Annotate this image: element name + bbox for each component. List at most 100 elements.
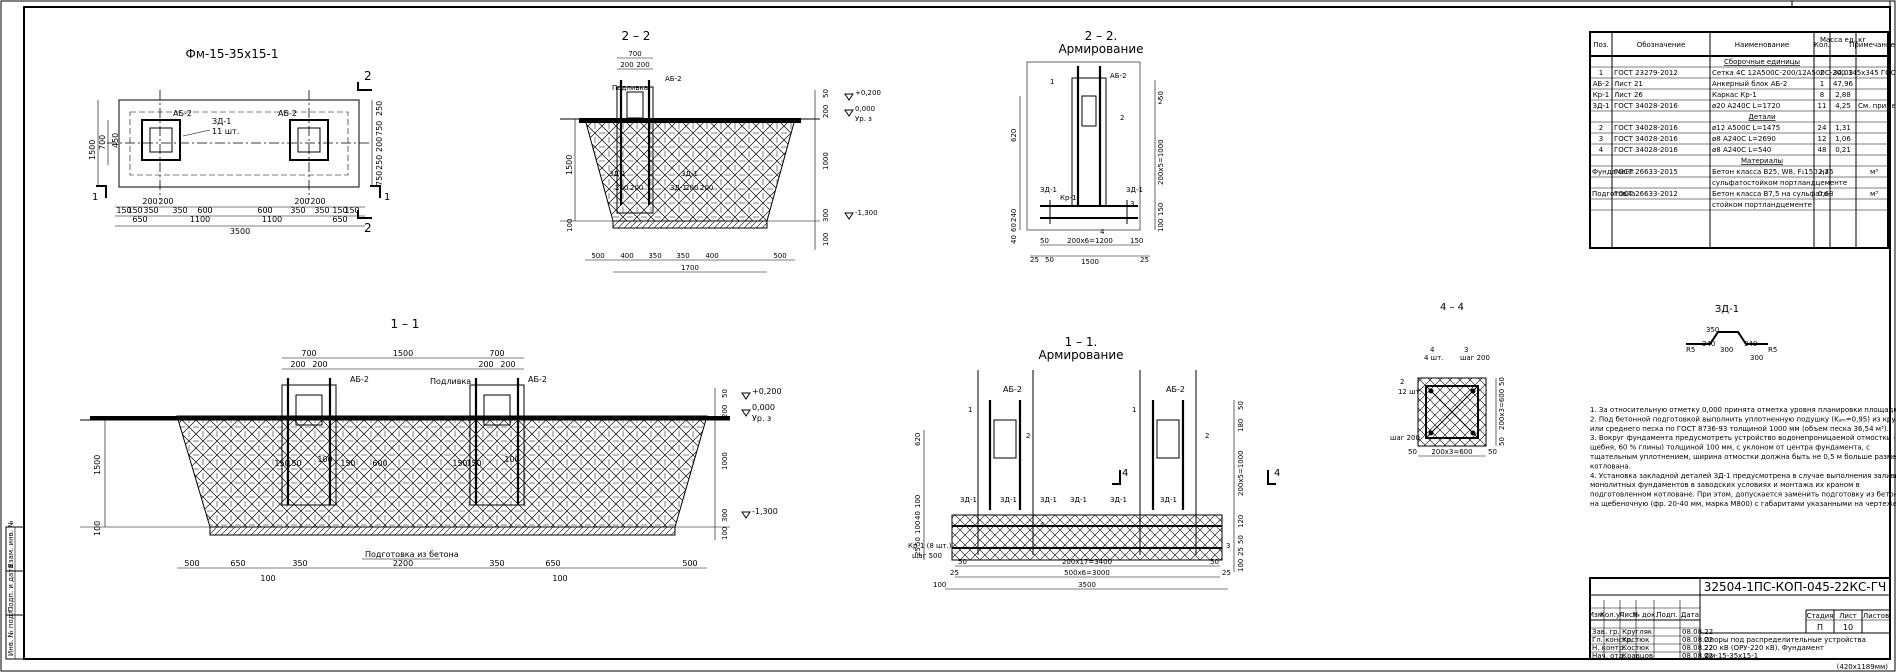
plan-view: Фм-15-35х15-1 АБ-2 АБ-2 ЗД-1 11 шт. 2 2 … [88, 47, 390, 236]
svg-text:Армирование: Армирование [1058, 42, 1143, 56]
spec-det-row-1-name: ø8 А240С L=2690 [1712, 135, 1776, 143]
svg-text:200: 200 [290, 360, 305, 369]
svg-text:200: 200 [294, 197, 309, 206]
svg-text:4: 4 [1122, 468, 1128, 479]
plan-zd: ЗД-1 [212, 117, 231, 126]
svg-text:240: 240 [1010, 209, 1018, 222]
svg-text:200: 200 [630, 184, 643, 192]
spec-mat-row-2-unit: м³ [1870, 190, 1878, 198]
svg-text:50: 50 [958, 558, 967, 566]
spec-det-row-1-doc: ГОСТ 34028-2016 [1614, 135, 1678, 143]
svg-text:100: 100 [1237, 559, 1245, 572]
svg-text:100: 100 [822, 233, 830, 246]
svg-text:180: 180 [1237, 419, 1245, 432]
svg-text:150: 150 [274, 459, 289, 468]
svg-text:600: 600 [372, 459, 387, 468]
svg-text:1: 1 [92, 192, 98, 203]
spec-asm-row-1-qty: 1 [1820, 80, 1824, 88]
svg-text:350: 350 [648, 252, 661, 260]
svg-text:Примечание: Примечание [1849, 41, 1895, 49]
svg-text:100: 100 [1157, 219, 1165, 232]
svg-text:100: 100 [914, 495, 922, 508]
svg-text:50: 50 [1498, 377, 1506, 386]
svg-text:220 кВ (ОРУ-220 кВ). Фундамент: 220 кВ (ОРУ-220 кВ). Фундамент [1704, 644, 1824, 652]
svg-text:100: 100 [552, 574, 567, 583]
svg-text:Костюк: Костюк [1622, 644, 1649, 652]
svg-text:650: 650 [332, 215, 347, 224]
svg-text:1500: 1500 [393, 349, 413, 358]
embedded-part-zd1: ЗД-1 350 R5 300 340 340 R5 300 [1686, 304, 1777, 362]
svg-text:4: 4 [1040, 521, 1045, 529]
svg-text:600: 600 [257, 206, 272, 215]
svg-text:АБ-2: АБ-2 [528, 375, 547, 384]
svg-text:250: 250 [375, 155, 384, 170]
svg-text:Подготовка из бетона: Подготовка из бетона [365, 550, 459, 559]
svg-text:500: 500 [682, 559, 697, 568]
plan-ab-right: АБ-2 [278, 109, 297, 118]
svg-text:200: 200 [615, 184, 628, 192]
svg-text:08.08.22: 08.08.22 [1682, 644, 1713, 652]
spec-asm-row-2-doc: Лист 26 [1614, 91, 1643, 99]
section-4-4: 4 – 4 4 шт. 12 шт. шаг 200 шаг 200 4 2 3… [1390, 302, 1506, 457]
svg-text:ЗД-1: ЗД-1 [1160, 496, 1177, 504]
svg-text:40: 40 [1010, 235, 1018, 244]
svg-text:200х3=600: 200х3=600 [1498, 389, 1506, 430]
spec-asm-row-3-doc: ГОСТ 34028-2016 [1614, 102, 1678, 110]
svg-text:200: 200 [158, 197, 173, 206]
spec-asm-row-0-qty: 2 [1820, 69, 1824, 77]
spec-det-row-1-pos: 3 [1599, 135, 1603, 143]
svg-text:№ док.: № док. [1632, 611, 1657, 619]
svg-text:1700: 1700 [681, 264, 699, 272]
svg-text:АБ-2: АБ-2 [1110, 72, 1127, 80]
note-line: 3. Вокруг фундамента предусмотреть устро… [1590, 434, 1896, 442]
svg-text:ЗД-1: ЗД-1 [1126, 186, 1143, 194]
svg-text:Обозначение: Обозначение [1637, 41, 1686, 49]
svg-text:Лист: Лист [1839, 612, 1857, 620]
svg-text:150: 150 [116, 206, 131, 215]
svg-text:08.08.22: 08.08.22 [1682, 628, 1713, 636]
svg-text:200: 200 [822, 105, 830, 118]
svg-text:340: 340 [1744, 340, 1757, 348]
spec-asm-row-0-pos: 1 [1599, 69, 1603, 77]
spec-det-row-0-pos: 2 [1599, 124, 1603, 132]
svg-text:(420x1189мм): (420x1189мм) [1837, 663, 1889, 671]
spec-mat-row-2-doc: ГОСТ 26633-2012 [1614, 190, 1678, 198]
note-line: монолитных фундаментов в заводских услов… [1590, 481, 1860, 489]
plan-title: Фм-15-35х15-1 [186, 47, 279, 61]
spec-asm-row-3-name: ø20 А240С L=1720 [1712, 102, 1780, 110]
svg-text:350: 350 [290, 206, 305, 215]
svg-text:08.08.22: 08.08.22 [1682, 636, 1713, 644]
note-line: 2. Под бетонной подготовкой выполнить уп… [1590, 415, 1896, 423]
svg-text:Изм.: Изм. [1589, 611, 1605, 619]
spec-det-row-2-name: ø8 А240С L=540 [1712, 146, 1771, 154]
svg-text:50: 50 [822, 89, 830, 98]
svg-text:Дата: Дата [1681, 611, 1699, 619]
svg-text:Гл. констр.: Гл. констр. [1592, 636, 1633, 644]
svg-text:200: 200 [685, 184, 698, 192]
spec-asm-row-0-mass: 34,03 [1833, 69, 1853, 77]
svg-text:4: 4 [1274, 468, 1280, 479]
reinforcement-2-2: 2 – 2. Армирование ЗД-1 ЗД-1 Кр-1 АБ-2 1… [1010, 29, 1165, 266]
spec-mat-row-0-name: Бетон класса В25, W8, F₁150 на [1712, 168, 1829, 176]
svg-text:2200: 2200 [393, 559, 413, 568]
svg-text:Ур. з: Ур. з [752, 414, 771, 423]
svg-text:ЗД-1: ЗД-1 [1040, 186, 1057, 194]
svg-text:1100: 1100 [262, 215, 282, 224]
svg-text:100: 100 [933, 581, 946, 589]
svg-text:Костюк: Костюк [1622, 636, 1649, 644]
spec-det-row-2-doc: ГОСТ 34028-2016 [1614, 146, 1678, 154]
spec-asm-row-3-pos: ЗД-1 [1593, 102, 1610, 110]
svg-text:Масса ед.,кг: Масса ед.,кг [1820, 36, 1866, 44]
svg-text:АБ-2: АБ-2 [1003, 385, 1022, 394]
svg-text:50: 50 [1498, 437, 1506, 446]
note-line: или среднего песка по ГОСТ 8736-93 толщи… [1590, 425, 1889, 433]
spec-det-row-1-qty: 12 [1818, 135, 1827, 143]
spec-mat-row-0-qty: 2,75 [1818, 168, 1834, 176]
section-1-1: 1 – 1 АБ-2 АБ-2 Подливка Подготовка из б… [80, 317, 782, 583]
plan-ab-left: АБ-2 [173, 109, 192, 118]
svg-text:1000: 1000 [822, 152, 830, 170]
svg-text:200: 200 [620, 61, 633, 69]
spec-mat-row-3-name: стойком портландцементе [1712, 201, 1812, 209]
svg-text:500: 500 [591, 252, 604, 260]
